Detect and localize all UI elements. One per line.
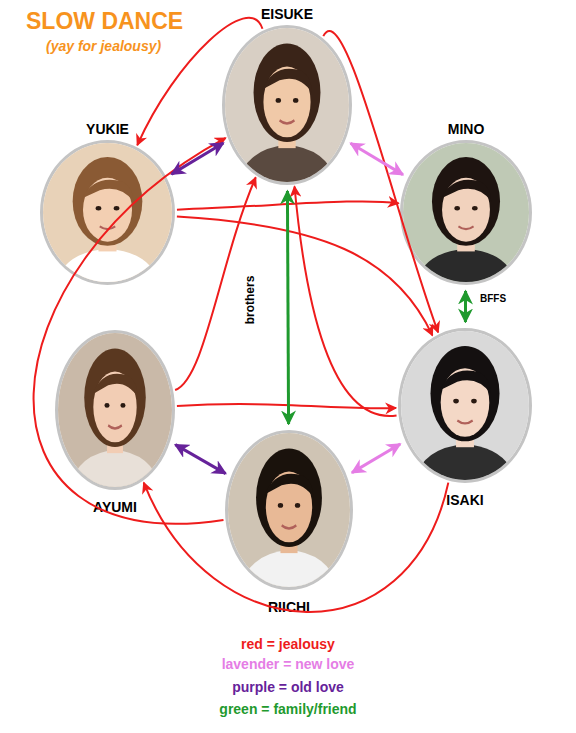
portrait-photo (43, 143, 172, 282)
jealousy-arrow (34, 138, 226, 524)
portrait-eye (278, 503, 283, 508)
portrait-background (43, 143, 172, 282)
subtitle-note: (yay for jealousy) (46, 38, 161, 54)
portrait-shoulders (240, 550, 338, 587)
relation-arrow (172, 143, 224, 174)
legend-text: lavender = new love (222, 656, 355, 672)
legend-entry: green = family/friend (0, 701, 576, 717)
jealousy-arrow (177, 201, 399, 209)
portrait-eye (293, 98, 298, 103)
portrait-circle: ISAKI (398, 328, 532, 483)
legend-entry: lavender = new love (0, 656, 576, 672)
portrait-fringe (92, 374, 138, 398)
portrait-photo (228, 433, 350, 587)
legend-entry: purple = old love (0, 679, 576, 695)
portrait-background (403, 143, 529, 282)
portrait-circle: RIICHI (225, 430, 353, 590)
portrait-fringe (265, 474, 314, 498)
portrait-shoulders (56, 249, 159, 282)
person-name: AYUMI (0, 499, 232, 515)
portrait-hair (432, 157, 500, 246)
portrait-photo (403, 143, 529, 282)
portrait-photo (401, 331, 529, 480)
portrait-eye (276, 98, 281, 103)
portrait-hair (254, 43, 321, 142)
person-name: YUKIE (0, 121, 232, 137)
jealousy-arrow (177, 217, 433, 336)
portrait-photo (225, 28, 349, 182)
portrait-shoulders (237, 145, 336, 182)
portrait-eye (295, 503, 300, 508)
portrait-illustration (403, 143, 529, 282)
legend-text: green = family/friend (219, 701, 356, 717)
connector-label: brothers (243, 276, 257, 325)
portrait-illustration (228, 433, 350, 587)
relation-arrow (351, 143, 403, 174)
legend-text: red = jealousy (241, 636, 335, 652)
portrait-photo (58, 333, 172, 487)
jealousy-arrow (295, 186, 397, 415)
portrait-circle: MINO (400, 140, 532, 285)
portrait-fringe (82, 180, 134, 202)
jealousy-arrow (323, 31, 438, 332)
portrait-eye (472, 206, 478, 210)
connector-label: BFFS (480, 293, 506, 304)
portrait-hair (84, 348, 146, 447)
portrait-fringe (441, 180, 491, 202)
legend-color-sample: lavender = new love (222, 656, 355, 672)
portrait-illustration (43, 143, 172, 282)
portrait-eye (454, 206, 460, 210)
legend-text: purple = old love (232, 679, 344, 695)
portrait-mouth (458, 226, 473, 229)
portrait-background (225, 28, 349, 182)
relation-arrow (287, 191, 288, 424)
portrait-eye (453, 399, 459, 404)
portrait-illustration (58, 333, 172, 487)
jealousy-arrow (177, 404, 396, 408)
portrait-illustration (225, 28, 349, 182)
legend-color-sample: green = family/friend (219, 701, 356, 717)
portrait-circle: EISUKE (222, 25, 352, 185)
portrait-eye (96, 206, 102, 210)
relation-arrow (175, 445, 225, 474)
legend-entry: red = jealousy (0, 636, 576, 652)
portrait-fringe (262, 69, 312, 93)
portrait-illustration (401, 331, 529, 480)
jealousy-arrow (137, 18, 262, 145)
relation-arrow (352, 444, 400, 473)
jealousy-arrow (144, 483, 449, 612)
person-name: RIICHI (168, 599, 410, 615)
portrait-mouth (100, 226, 115, 229)
portrait-shoulders (69, 450, 160, 487)
portrait-shoulders (416, 249, 517, 282)
portrait-background (401, 331, 529, 480)
portrait-background (228, 433, 350, 587)
relation-arrow (464, 291, 467, 322)
portrait-mouth (457, 420, 472, 423)
portrait-fringe (439, 370, 490, 393)
portrait-eye (120, 403, 125, 408)
portrait-hair (430, 346, 499, 441)
person-name: MINO (343, 121, 576, 137)
person-name: EISUKE (165, 6, 409, 22)
portrait-circle: AYUMI (55, 330, 175, 490)
legend-color-sample: red = jealousy (241, 636, 335, 652)
portrait-eye (105, 403, 110, 408)
portrait-hair (256, 448, 322, 547)
portrait-circle: YUKIE (40, 140, 175, 285)
person-name: ISAKI (341, 492, 576, 508)
portrait-hair (73, 157, 143, 246)
legend-color-sample: purple = old love (232, 679, 344, 695)
portrait-eye (114, 206, 120, 210)
diagram-title: SLOW DANCE (26, 8, 183, 35)
portrait-mouth (282, 525, 297, 528)
portrait-background (58, 333, 172, 487)
portrait-mouth (280, 120, 295, 123)
portrait-eye (471, 399, 477, 404)
portrait-shoulders (414, 444, 516, 480)
portrait-mouth (108, 425, 122, 428)
